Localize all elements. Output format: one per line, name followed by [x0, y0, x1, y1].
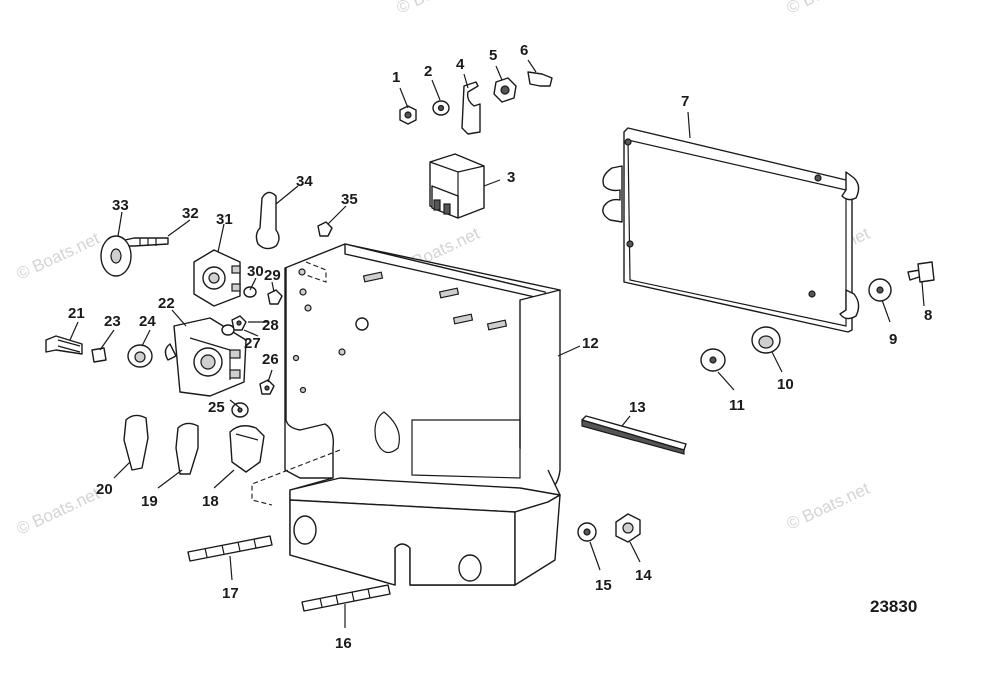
bracket-part-12 [251, 243, 561, 586]
small-nuts-washers [221, 286, 283, 418]
callout-20: 20 [96, 481, 113, 498]
callout-28: 28 [262, 317, 279, 334]
callout-33: 33 [112, 197, 129, 214]
callout-19: 19 [141, 493, 158, 510]
callout-26: 26 [262, 351, 279, 368]
callout-35: 35 [341, 191, 358, 208]
module-part-7 [602, 127, 860, 333]
callout-22: 22 [158, 295, 175, 312]
strip-part-13 [581, 415, 687, 455]
callout-34: 34 [296, 173, 313, 190]
callout-1: 1 [392, 69, 400, 86]
callout-17: 17 [222, 585, 239, 602]
figure-number: 23830 [870, 597, 917, 616]
small-hardware-top [399, 71, 553, 135]
watermark: © Boats.net [784, 0, 873, 18]
callout-5: 5 [489, 47, 497, 64]
watermark: © Boats.net [14, 484, 103, 539]
upper-left-hardware [100, 191, 333, 277]
callout-15: 15 [595, 577, 612, 594]
callout-3: 3 [507, 169, 515, 186]
callout-16: 16 [335, 635, 352, 652]
callout-9: 9 [889, 331, 897, 348]
bolt-spacer-bushing [45, 335, 153, 368]
watermark: © Boats.net [784, 479, 873, 534]
callout-18: 18 [202, 493, 219, 510]
fasteners-right [700, 261, 935, 372]
callout-23: 23 [104, 313, 121, 330]
leader-lines [69, 59, 925, 628]
callout-25: 25 [208, 399, 225, 416]
callout-7: 7 [681, 93, 689, 110]
callout-6: 6 [520, 42, 528, 59]
callout-13: 13 [629, 399, 646, 416]
callout-24: 24 [139, 313, 156, 330]
relay-part-3 [429, 153, 485, 219]
callout-31: 31 [216, 211, 233, 228]
callout-30: 30 [247, 263, 264, 280]
callout-21: 21 [68, 305, 85, 322]
callout-8: 8 [924, 307, 932, 324]
solenoid-part-22 [164, 317, 247, 397]
nut-washer-parts [577, 513, 641, 543]
callout-10: 10 [777, 376, 794, 393]
watermark: © Boats.net [394, 0, 483, 18]
callout-4: 4 [456, 56, 465, 73]
studs [187, 535, 391, 612]
callout-11: 11 [729, 397, 745, 414]
callout-27: 27 [244, 335, 261, 352]
watermark: © Boats.net [14, 229, 103, 284]
callout-2: 2 [424, 63, 432, 80]
callout-29: 29 [264, 267, 281, 284]
callout-14: 14 [635, 567, 652, 584]
solenoid-part-31 [193, 249, 241, 307]
callout-12: 12 [582, 335, 599, 352]
callout-32: 32 [182, 205, 199, 222]
callout-labels: 1 2 3 4 5 6 7 8 9 10 11 12 13 14 15 16 1… [68, 42, 932, 652]
boots-and-clamp [123, 414, 265, 475]
